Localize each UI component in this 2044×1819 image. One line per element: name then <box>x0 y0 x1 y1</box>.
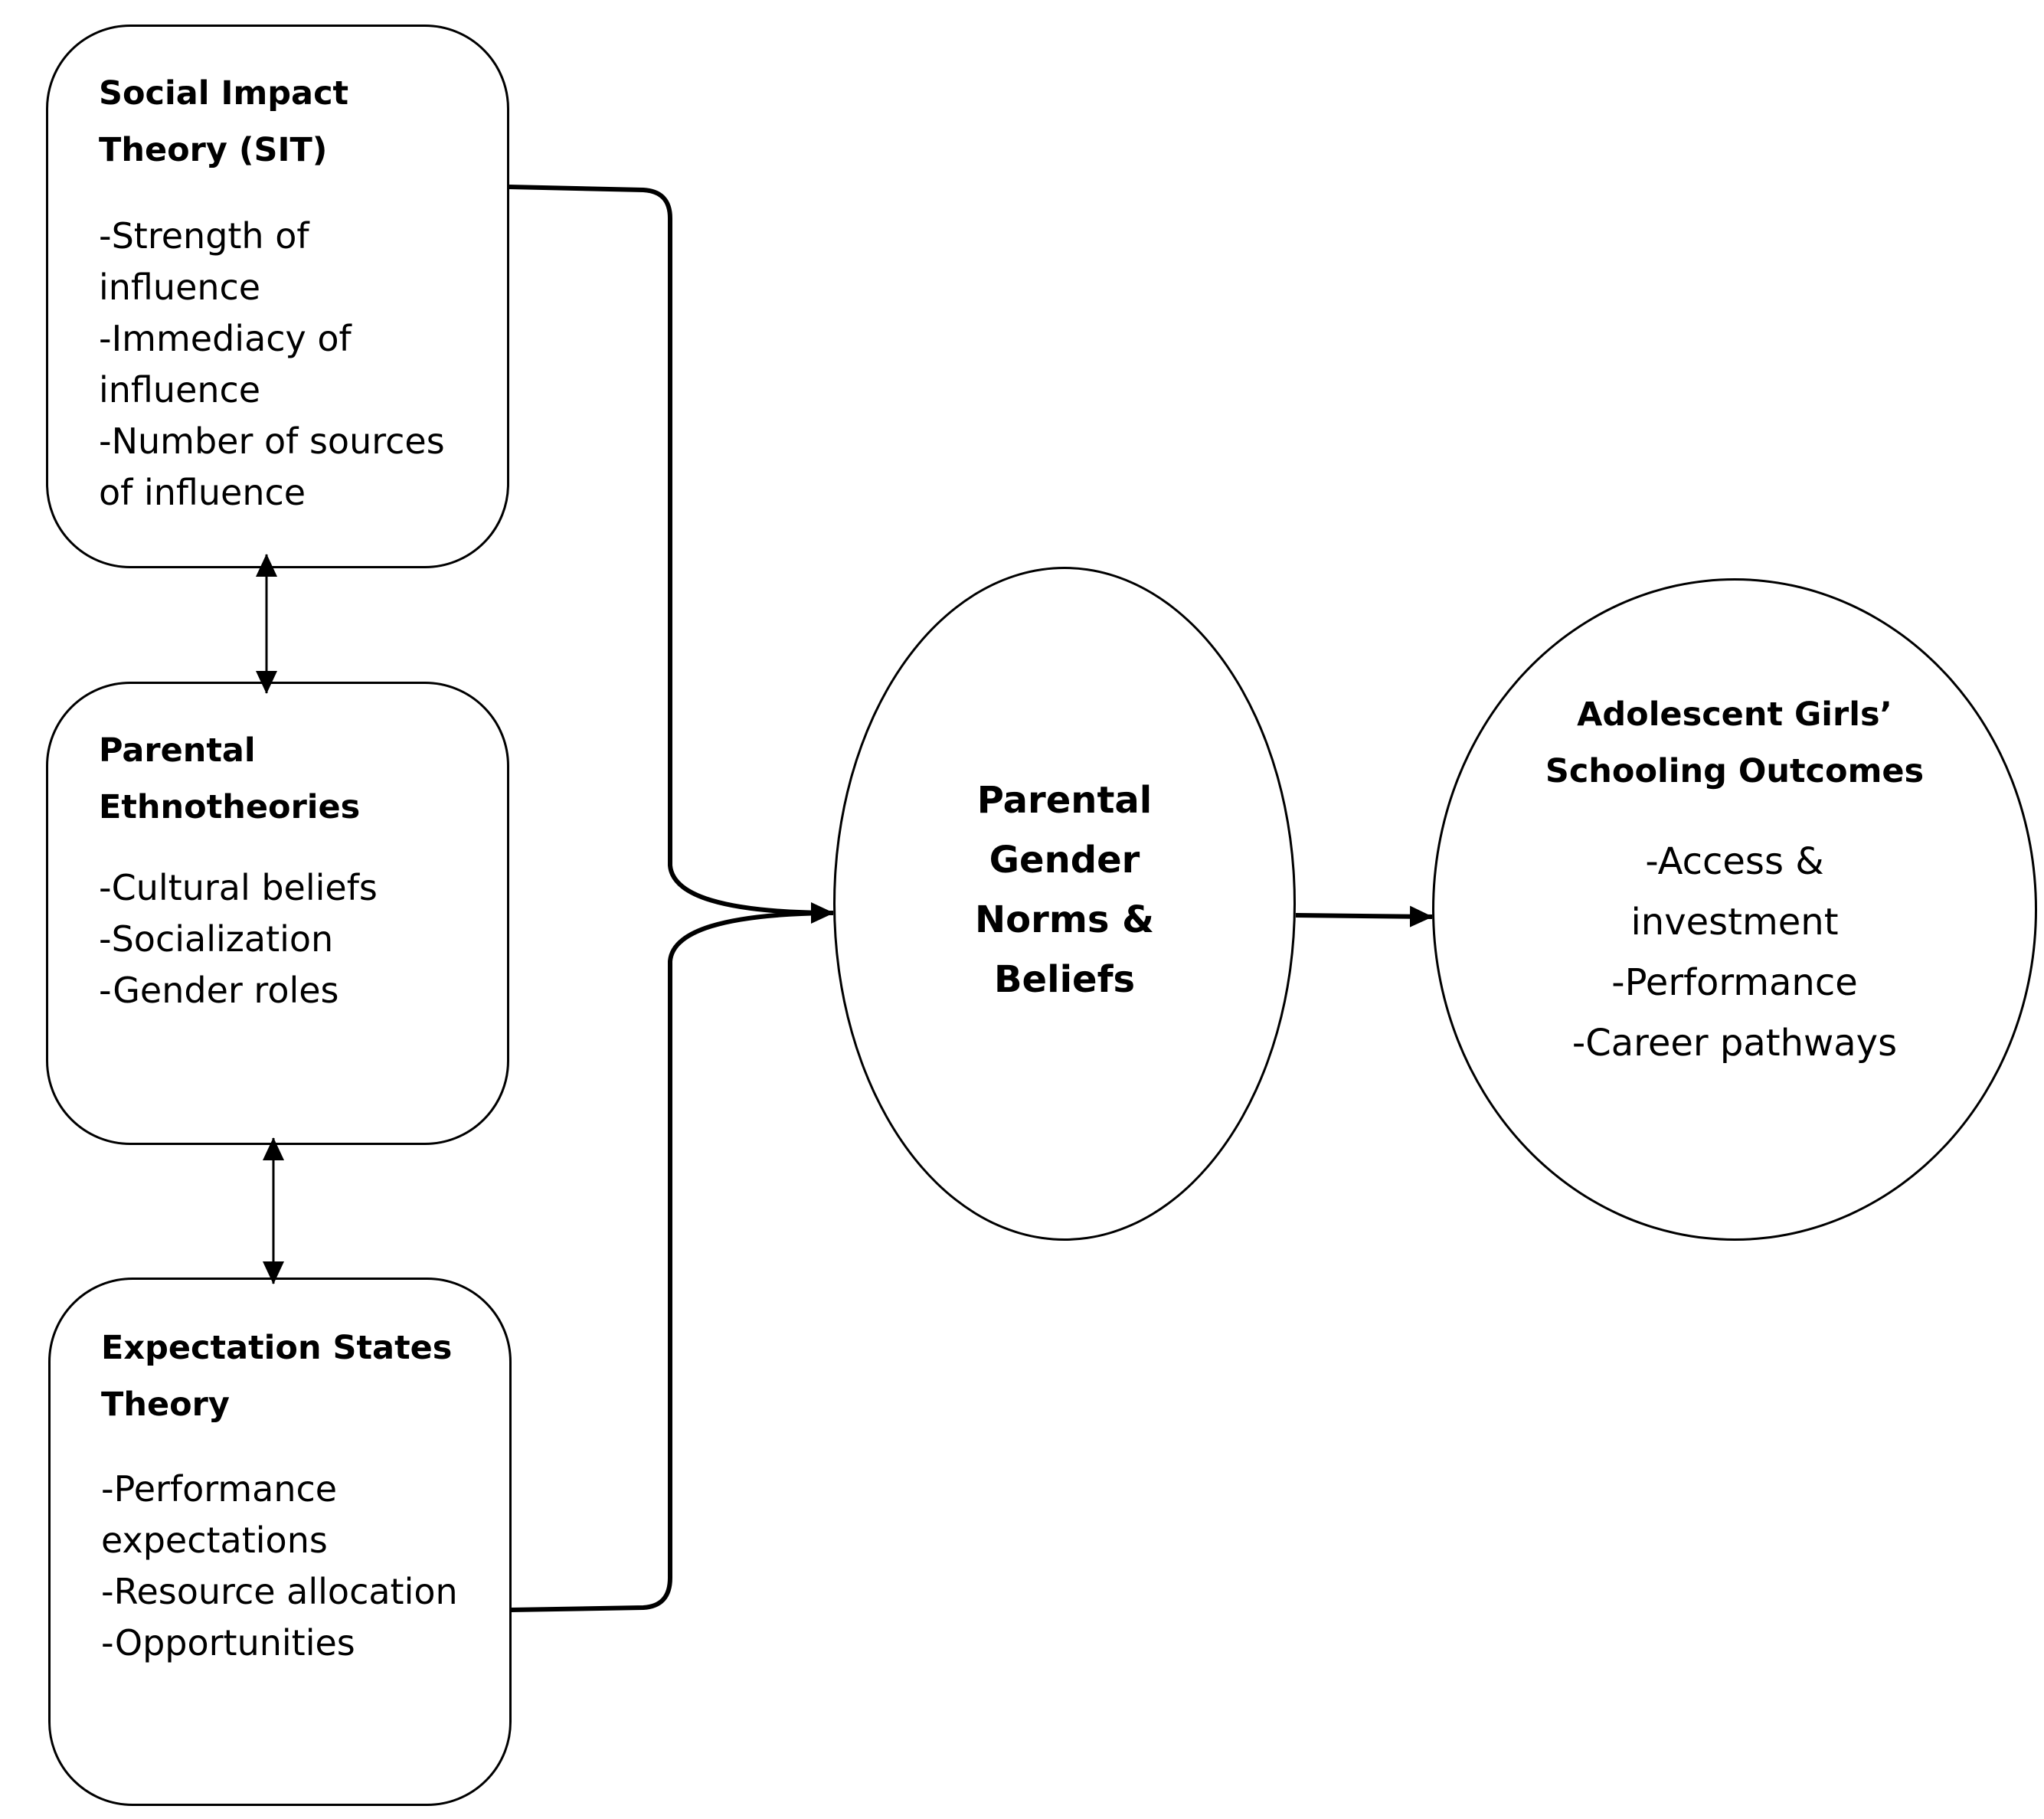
outcome-items: -Access & investment -Performance -Caree… <box>1571 840 1898 1065</box>
box-items: -Performance expectations -Resource allo… <box>101 1468 458 1664</box>
box-title: Social Impact Theory (SIT) <box>99 74 349 169</box>
ellipse-parental-gender-norms <box>833 567 1296 1241</box>
mediator-title: Parental Gender Norms & Beliefs <box>975 779 1154 1001</box>
arrow-norms-to-outcome <box>1295 905 1433 927</box>
box-title: Parental Ethnotheories <box>99 731 361 826</box>
ellipse-schooling-outcomes <box>1432 578 2037 1241</box>
outcome-title: Adolescent Girls’ Schooling Outcomes <box>1545 695 1925 790</box>
connector-sit-to-norms <box>509 185 828 915</box>
box-items: -Cultural beliefs -Socialization -Gender… <box>99 867 378 1011</box>
connector-est-to-norms <box>510 911 828 1612</box>
box-items: -Strength of influence -Immediacy of inf… <box>99 215 445 513</box>
box-parental-ethnotheories: Parental Ethnotheories -Cultural beliefs… <box>46 682 509 1145</box>
box-title: Expectation States Theory <box>101 1329 453 1424</box>
box-expectation-states-theory: Expectation States Theory -Performance e… <box>48 1278 512 1806</box>
box-social-impact-theory: Social Impact Theory (SIT) -Strength of … <box>46 25 509 568</box>
